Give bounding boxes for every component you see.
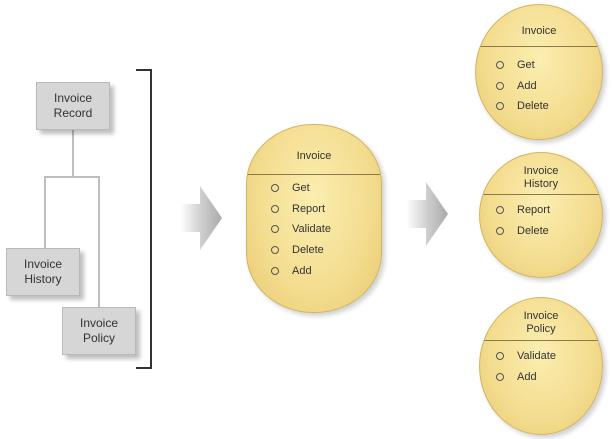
combined-service-title: Invoice: [296, 150, 332, 162]
combined-invoice-service: Invoice Get Report Validate Delete Add: [246, 124, 382, 313]
combined-service-operations: Get Report Validate Delete Add: [271, 178, 331, 281]
invoice-policy-service-operations: Validate Add: [496, 346, 556, 387]
invoice-history-service-title: Invoice History: [523, 165, 559, 190]
operation-item: Validate: [271, 219, 331, 240]
invoice-service-operations: Get Add Delete: [496, 55, 549, 117]
invoice-history-service-operations: Report Delete: [496, 200, 550, 241]
bullet-icon: [271, 246, 279, 255]
invoice-policy-service-divider: [480, 340, 602, 341]
bullet-icon: [271, 184, 279, 193]
operation-item: Delete: [496, 221, 550, 242]
bullet-icon: [496, 81, 504, 90]
bullet-icon: [496, 61, 504, 70]
bullet-icon: [271, 266, 279, 275]
invoice-history-service-divider: [480, 194, 602, 195]
operation-item: Delete: [496, 96, 549, 117]
bullet-icon: [271, 225, 279, 234]
invoice-service: Invoice Get Add Delete: [475, 4, 603, 140]
invoice-service-title: Invoice: [521, 25, 557, 37]
bullet-icon: [496, 206, 504, 215]
invoice-policy-service-title: Invoice Policy: [523, 310, 559, 335]
connector-vertical-right: [98, 176, 100, 310]
operation-item: Validate: [496, 346, 556, 367]
invoice-history-label: Invoice History: [23, 257, 63, 286]
invoice-record-box: Invoice Record: [36, 82, 110, 130]
invoice-history-box: Invoice History: [6, 248, 80, 296]
operation-item: Report: [496, 200, 550, 221]
invoice-policy-label: Invoice Policy: [79, 316, 119, 345]
operation-item: Get: [496, 55, 549, 76]
invoice-policy-box: Invoice Policy: [62, 307, 136, 355]
invoice-history-service: Invoice History Report Delete: [479, 152, 603, 278]
operation-item: Get: [271, 178, 331, 199]
connector-horizontal: [44, 176, 100, 178]
bullet-icon: [496, 372, 504, 381]
bullet-icon: [496, 226, 504, 235]
connector-vertical-left: [44, 176, 46, 248]
arrow-icon-2: [406, 182, 448, 246]
grouping-bracket: [136, 69, 152, 369]
bullet-icon: [271, 204, 279, 213]
invoice-policy-service: Invoice Policy Validate Add: [479, 297, 603, 435]
bullet-icon: [496, 352, 504, 361]
operation-item: Add: [496, 367, 556, 388]
operation-item: Report: [271, 199, 331, 220]
operation-item: Add: [271, 260, 331, 281]
arrow-icon-1: [180, 186, 222, 250]
operation-item: Delete: [271, 240, 331, 261]
bullet-icon: [496, 102, 504, 111]
invoice-service-divider: [476, 46, 602, 47]
combined-service-divider: [247, 174, 381, 175]
connector-vertical-top: [72, 127, 74, 177]
invoice-record-label: Invoice Record: [53, 91, 93, 120]
operation-item: Add: [496, 76, 549, 97]
